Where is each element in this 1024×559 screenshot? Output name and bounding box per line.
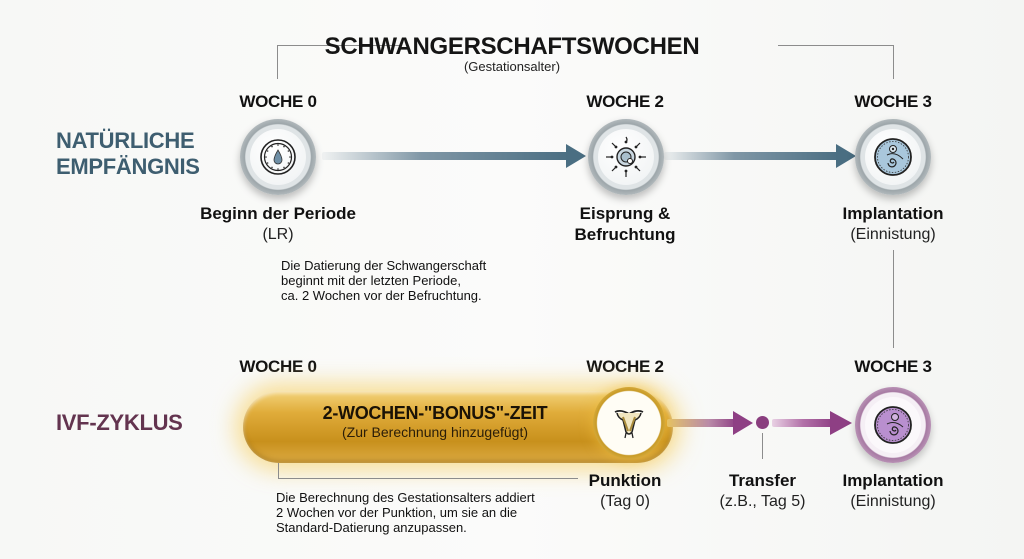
bonus-text: 2-WOCHEN-"BONUS"-ZEIT (Zur Berechnung hi… — [270, 403, 600, 440]
natural-label-implantation-subtitle: (Einnistung) — [850, 226, 936, 243]
natural-node-implantation-inner — [865, 129, 921, 185]
natural-label-period-subtitle: (LR) — [262, 226, 294, 243]
natural-note-line: Die Datierung der Schwangerschaft — [281, 258, 487, 273]
drop-clock-icon — [260, 139, 296, 175]
row-label-line1: NATÜRLICHE — [56, 128, 195, 153]
natural-note-line: ca. 2 Wochen vor der Befruchtung. — [281, 288, 482, 303]
ivf-label-implantation: Implantation (Einnistung) — [798, 470, 988, 512]
natural-label-implantation-title: Implantation — [842, 204, 944, 223]
natural-arrow-1-shaft — [322, 152, 570, 160]
ivf-label-transfer: Transfer (z.B., Tag 5) — [700, 470, 825, 512]
ivf-week-3: WOCHE 3 — [854, 357, 932, 376]
header-bracket-left-h — [277, 45, 401, 46]
natural-node-period — [240, 119, 316, 195]
ivf-note: Die Berechnung des Gestationsalters addi… — [276, 490, 576, 535]
ivf-arrow-1-shaft — [667, 419, 737, 427]
natural-node-ovulation — [588, 119, 664, 195]
natural-arrow-1-head — [566, 144, 586, 168]
natural-node-period-inner — [250, 129, 306, 185]
natural-week-2: WOCHE 2 — [586, 92, 664, 111]
bonus-bracket-h — [278, 478, 578, 479]
ivf-week-2: WOCHE 2 — [586, 357, 664, 376]
natural-arrow-2-head — [836, 144, 856, 168]
page-subtitle: (Gestationsalter) — [463, 59, 561, 74]
bonus-title: 2-WOCHEN-"BONUS"-ZEIT — [322, 403, 548, 423]
transfer-dot-marker — [756, 416, 769, 429]
egg-sperm-icon — [606, 136, 646, 177]
row-label-line2: EMPFÄNGNIS — [56, 154, 200, 179]
ivf-label-punktion: Punktion (Tag 0) — [560, 470, 690, 512]
ivf-label-transfer-title: Transfer — [728, 471, 797, 490]
transfer-tick-line — [762, 433, 763, 459]
week3-connector-line — [893, 250, 894, 348]
ivf-note-line: Standard-Datierung anzupassen. — [276, 520, 467, 535]
ivf-label-transfer-subtitle: (z.B., Tag 5) — [719, 493, 806, 510]
natural-arrow-2-shaft — [664, 152, 840, 160]
natural-label-ovulation: Eisprung & Befruchtung — [530, 203, 720, 245]
bonus-bracket-v — [278, 463, 279, 478]
page-title: SCHWANGERSCHAFTSWOCHEN — [324, 33, 700, 60]
ivf-node-implantation-inner — [865, 397, 921, 453]
header-bracket-right-h — [778, 45, 893, 46]
header-bracket-left-v — [277, 45, 278, 79]
ivf-arrow-2-head — [830, 411, 852, 435]
ivf-node-implantation — [855, 387, 931, 463]
row-label-natural: NATÜRLICHE EMPFÄNGNIS — [56, 128, 200, 180]
ivf-week-0: WOCHE 0 — [239, 357, 317, 376]
ivf-arrow-1-head — [733, 411, 753, 435]
ivf-note-line: Die Berechnung des Gestationsalters addi… — [276, 490, 535, 505]
natural-week-3: WOCHE 3 — [854, 92, 932, 111]
ivf-label-implantation-subtitle: (Einnistung) — [850, 493, 936, 510]
ivf-label-punktion-subtitle: (Tag 0) — [600, 493, 650, 510]
uterus-icon — [614, 409, 644, 439]
ivf-node-punktion — [593, 387, 665, 459]
row-label-ivf: IVF-ZYKLUS — [56, 410, 183, 435]
ivf-label-punktion-title: Punktion — [588, 471, 662, 490]
natural-node-implantation — [855, 119, 931, 195]
embryo-icon — [874, 138, 912, 176]
ivf-label-implantation-title: Implantation — [842, 471, 944, 490]
ivf-arrow-2-shaft — [772, 419, 834, 427]
embryo-icon — [874, 406, 912, 444]
natural-label-implantation: Implantation (Einnistung) — [798, 203, 988, 245]
bonus-subtitle: (Zur Berechnung hinzugefügt) — [342, 424, 528, 440]
natural-label-period: Beginn der Periode (LR) — [168, 203, 388, 245]
header-bracket-right-v — [893, 45, 894, 79]
natural-label-ovulation-title: Eisprung & — [579, 204, 671, 223]
natural-label-period-title: Beginn der Periode — [200, 204, 356, 223]
natural-note: Die Datierung der Schwangerschaft beginn… — [281, 258, 561, 303]
natural-node-ovulation-inner — [598, 129, 654, 185]
natural-note-line: beginnt mit der letzten Periode, — [281, 273, 461, 288]
natural-week-0: WOCHE 0 — [239, 92, 317, 111]
ivf-note-line: 2 Wochen vor der Punktion, um sie an die — [276, 505, 518, 520]
natural-label-ovulation-subtitle: Befruchtung — [574, 225, 676, 244]
